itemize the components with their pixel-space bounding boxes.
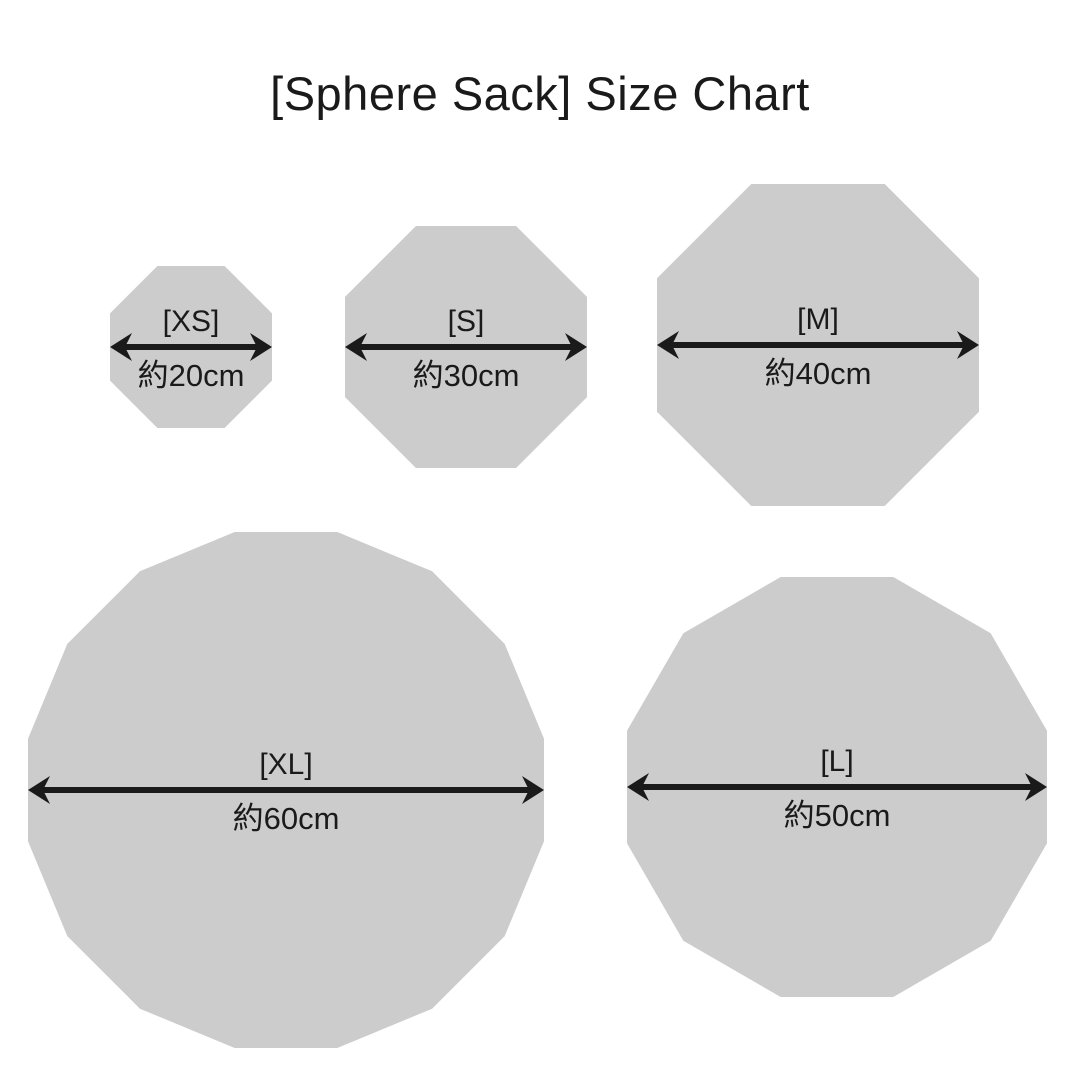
arrowhead-left-icon: [345, 333, 367, 361]
chart-title: [Sphere Sack] Size Chart: [270, 67, 810, 120]
size-label: [XL]: [259, 748, 312, 781]
size-group-m: [M] 約40cm: [657, 184, 979, 506]
size-measurement: 約50cm: [784, 798, 891, 833]
size-measurement: 約40cm: [765, 356, 872, 391]
arrowhead-right-icon: [250, 333, 272, 361]
arrowhead-right-icon: [1025, 773, 1047, 801]
arrowhead-left-icon: [110, 333, 132, 361]
size-label: [L]: [820, 745, 853, 778]
arrowhead-right-icon: [957, 331, 979, 359]
size-label: [XS]: [163, 305, 220, 338]
size-group-xl: [XL] 約60cm: [28, 532, 544, 1048]
size-group-l: [L] 約50cm: [627, 577, 1047, 997]
size-group-xs: [XS] 約20cm: [110, 266, 272, 428]
size-label: [S]: [448, 305, 485, 338]
arrowhead-right-icon: [522, 776, 544, 804]
arrowhead-right-icon: [565, 333, 587, 361]
arrowhead-left-icon: [657, 331, 679, 359]
size-label: [M]: [797, 303, 839, 336]
size-measurement: 約30cm: [413, 358, 520, 393]
arrowhead-left-icon: [28, 776, 50, 804]
size-measurement: 約60cm: [233, 801, 340, 836]
size-group-s: [S] 約30cm: [345, 226, 587, 468]
arrowhead-left-icon: [627, 773, 649, 801]
size-measurement: 約20cm: [138, 358, 245, 393]
